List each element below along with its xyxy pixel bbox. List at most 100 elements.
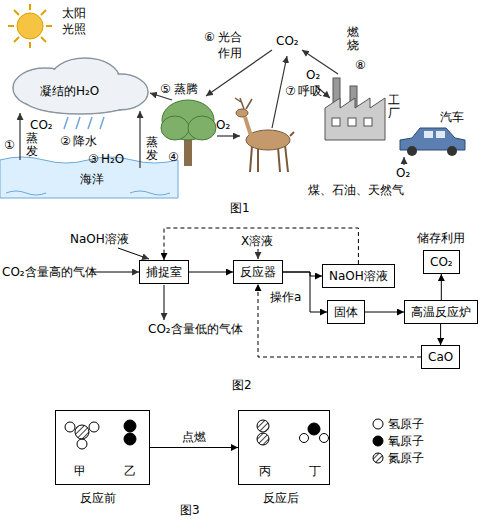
label: 呼吸 — [298, 84, 322, 98]
label: 图1 — [230, 201, 250, 215]
molecule — [308, 423, 320, 435]
cycle-arrow — [20, 50, 404, 168]
deer — [240, 98, 244, 109]
tree — [188, 116, 216, 140]
sun — [8, 25, 14, 27]
process-box: 固体 — [327, 300, 365, 324]
flow-arrow — [164, 285, 165, 320]
label: 作用 — [218, 46, 242, 60]
node-text: 固体 — [334, 304, 358, 320]
sun — [46, 25, 52, 27]
flow-arrow — [92, 272, 139, 273]
label: 太阳 — [62, 6, 86, 20]
node-text: 高温反应炉 — [411, 304, 471, 320]
label: ⑦ — [285, 84, 296, 98]
cloud — [13, 58, 148, 114]
cloud — [14, 59, 147, 113]
label: ① — [4, 138, 15, 152]
label: O₂ — [216, 118, 230, 132]
label: 图2 — [232, 378, 252, 392]
deer — [235, 98, 241, 102]
sun — [14, 37, 19, 42]
tree — [161, 100, 216, 166]
cycle-arrow — [217, 135, 240, 136]
factory — [325, 78, 385, 140]
molecule — [320, 434, 329, 443]
factory — [364, 118, 372, 126]
molecule — [257, 433, 269, 445]
flow-arrow — [92, 248, 258, 320]
label: ③ — [88, 152, 99, 166]
cloud — [13, 58, 148, 114]
flow-arrow — [440, 324, 441, 345]
flow-arrow — [118, 248, 149, 259]
reaction-box: 丙丁反应后 — [238, 410, 330, 485]
label: O₂ — [306, 68, 320, 82]
rain — [76, 117, 80, 129]
label: 工厂 — [388, 94, 400, 120]
edge-label: 点燃 — [180, 430, 208, 444]
label: 储存利用 — [417, 231, 465, 245]
rain — [64, 117, 68, 129]
label: 蒸发 — [146, 136, 158, 162]
flow-arrow — [283, 272, 322, 276]
deer — [246, 130, 290, 150]
process-box: NaOH溶液 — [322, 264, 395, 288]
molecule — [257, 420, 269, 432]
legend-text: 氮原子 — [388, 451, 424, 465]
sun — [8, 4, 52, 48]
rain — [100, 117, 104, 129]
label: X溶液 — [241, 234, 273, 248]
label: 凝结的H₂O — [40, 84, 99, 98]
label: 蒸发 — [26, 132, 38, 158]
factory — [348, 118, 356, 126]
car — [447, 146, 457, 156]
molecule — [300, 434, 309, 443]
legend-text: 氧原子 — [388, 434, 424, 448]
process-box: CaO — [421, 345, 460, 369]
node-text: 捕捉室 — [146, 264, 182, 280]
label: ② — [60, 134, 71, 148]
car — [424, 131, 433, 138]
flow-arrow — [441, 274, 442, 300]
cycle-arrow — [403, 157, 404, 165]
molecule — [124, 433, 136, 445]
label: CO₂ — [276, 34, 299, 48]
label: 降水 — [73, 134, 97, 148]
molecule — [89, 422, 99, 432]
label: 图3 — [180, 503, 200, 517]
deer — [278, 147, 280, 172]
molecule — [124, 420, 136, 432]
process-box: 高温反应炉 — [404, 300, 478, 324]
factory — [325, 98, 385, 140]
node-text: 反应后 — [263, 490, 299, 506]
flow-arrow — [365, 312, 404, 313]
label: CO₂ — [30, 118, 53, 132]
sea — [6, 191, 170, 195]
cycle-arrow — [19, 113, 20, 160]
label: 海洋 — [80, 172, 104, 186]
label: 燃烧 — [347, 26, 359, 52]
sun — [29, 4, 31, 10]
molecule — [65, 422, 75, 432]
sun — [41, 10, 46, 15]
sun — [8, 4, 52, 48]
node-text: 乙 — [124, 463, 136, 479]
factory — [332, 118, 340, 126]
flow-arrow — [150, 447, 238, 448]
flow-arrow — [189, 272, 233, 273]
car — [407, 146, 417, 156]
deer — [285, 145, 288, 172]
label: 操作a — [270, 290, 301, 304]
label: ⑧ — [355, 58, 366, 72]
deer — [246, 99, 252, 109]
molecule — [65, 420, 329, 449]
legend-marker — [373, 453, 383, 463]
tree — [161, 116, 189, 140]
molecule — [77, 439, 87, 449]
cycle-arrow — [139, 111, 140, 168]
car — [400, 128, 465, 156]
label: ⑤ — [160, 82, 171, 96]
label: ⑥ — [204, 30, 215, 44]
